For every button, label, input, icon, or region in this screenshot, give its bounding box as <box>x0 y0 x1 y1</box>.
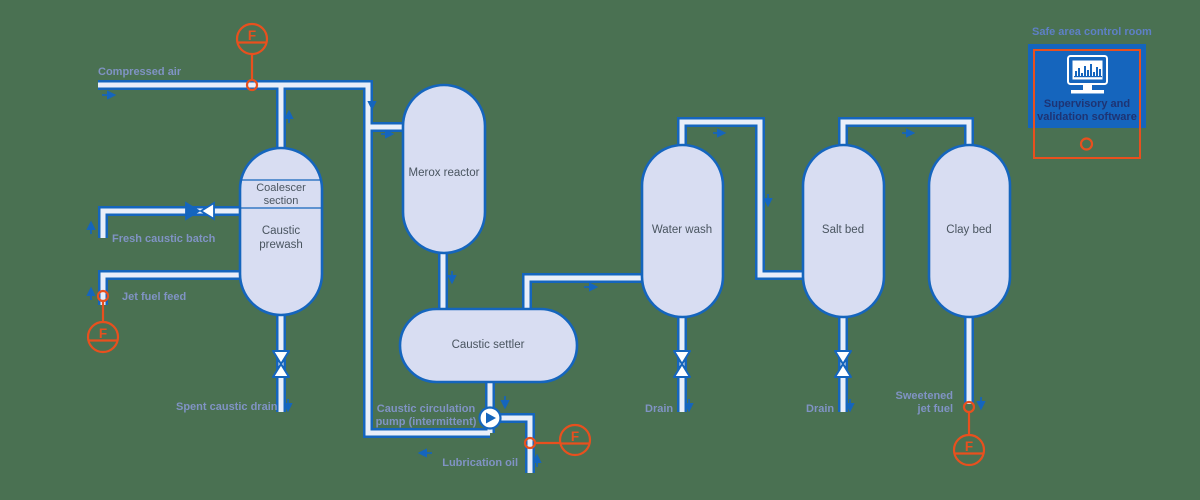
flow-meter-icon <box>86 320 120 354</box>
flow-meter-compressed-air: F <box>235 22 269 92</box>
label-merox-reactor: Merox reactor <box>408 167 480 179</box>
label-caustic-prewash: Caustic prewash <box>259 225 303 251</box>
flow-meter-symbol: F <box>571 429 579 444</box>
drain-valve-icon <box>834 350 852 378</box>
flow-meter-symbol: F <box>99 326 107 341</box>
bar-chart-monitor-icon <box>1067 55 1108 94</box>
label-coalescer-section: Coalescer section <box>256 182 306 207</box>
pipe-settler-to-waterwash <box>522 273 648 312</box>
label-supervisory-software: Supervisory and validation software <box>1037 98 1137 123</box>
flow-arrows <box>86 90 986 467</box>
label-drain-water-wash: Drain <box>645 403 674 415</box>
label-jet-fuel-feed: Jet fuel feed <box>122 291 187 303</box>
label-sweetened-jet-fuel: Sweetened jet fuel <box>895 390 953 415</box>
label-fresh-caustic: Fresh caustic batch <box>112 233 216 245</box>
label-water-wash: Water wash <box>651 224 713 236</box>
fresh-caustic-valve-icon <box>185 201 215 221</box>
label-spent-caustic: Spent caustic drain <box>176 401 278 413</box>
safe-area-boundary <box>1033 49 1141 159</box>
flow-meter-icon <box>558 423 592 457</box>
flow-meter-icon <box>235 22 269 56</box>
pipe-tap-icon <box>96 289 110 303</box>
label-caustic-settler: Caustic settler <box>451 339 525 351</box>
label-safe-area-control-room: Safe area control room <box>1032 26 1152 38</box>
flow-meter-icon <box>952 433 986 467</box>
vessel-clay-bed <box>927 143 1012 319</box>
label-salt-bed: Salt bed <box>821 224 865 236</box>
label-drain-salt-bed: Drain <box>806 403 835 415</box>
flow-meter-jet-fuel: F <box>86 289 120 354</box>
vessel-caustic-settler <box>398 307 579 384</box>
label-clay-bed: Clay bed <box>946 224 992 236</box>
circulation-pump-icon <box>478 406 502 430</box>
flow-meter-sweetened-jet-fuel: F <box>952 400 986 467</box>
vessels <box>238 83 1012 384</box>
drain-valve-icon <box>272 350 290 378</box>
flow-meter-symbol: F <box>248 28 256 43</box>
coalescer-section-lines <box>240 179 322 209</box>
flow-meter-lubrication-oil: F <box>523 423 592 457</box>
pipe-network-inner <box>98 82 972 473</box>
vessel-merox-reactor <box>401 83 487 255</box>
vessel-salt-bed <box>801 143 886 319</box>
vessel-caustic-prewash <box>238 146 324 317</box>
label-lubrication-oil: Lubrication oil <box>442 457 518 469</box>
pipe-tap-icon <box>245 78 259 92</box>
label-circulation-pump: Caustic circulation pump (intermittent) <box>375 403 477 428</box>
pipe-tap-icon <box>962 400 976 414</box>
vessel-water-wash <box>640 143 725 319</box>
pipe-tap-icon <box>523 436 537 450</box>
connection-port-icon <box>1079 137 1094 151</box>
drain-valve-icon <box>673 350 691 378</box>
pipe-saltbed-to-claybed <box>838 117 974 150</box>
label-compressed-air: Compressed air <box>98 66 182 78</box>
flow-meter-symbol: F <box>965 439 973 454</box>
control-room-panel <box>1028 44 1146 159</box>
